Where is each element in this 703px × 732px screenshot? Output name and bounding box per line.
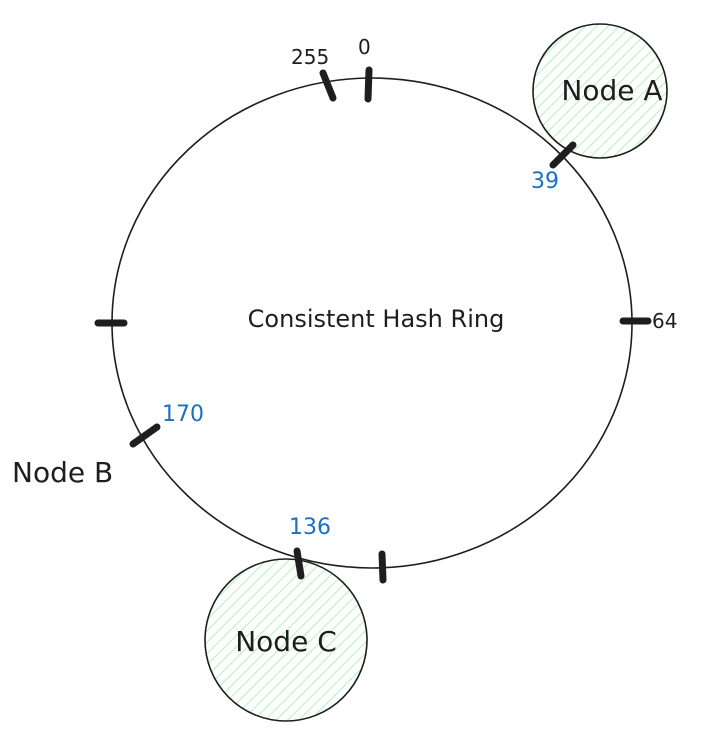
tick-label-0: 0 — [358, 35, 371, 59]
tick-node-c-136 — [293, 547, 305, 580]
tick-label-255: 255 — [291, 45, 329, 69]
node-c-label: Node C — [235, 625, 337, 658]
node-a-position: 39 — [531, 169, 559, 194]
tick-node-a-39 — [549, 141, 577, 169]
tick-0 — [364, 66, 373, 103]
node-c: Node C — [204, 558, 368, 722]
node-c-position: 136 — [289, 515, 331, 540]
tick-bottom — [378, 550, 387, 584]
tick-255 — [319, 69, 337, 102]
node-b-label: Node B — [12, 456, 113, 489]
node-b-position: 170 — [162, 402, 204, 427]
tick-node-b-170 — [129, 423, 161, 448]
tick-label-64: 64 — [652, 309, 677, 333]
node-a-circle — [532, 23, 668, 159]
node-a: Node A — [532, 23, 668, 159]
node-c-circle — [204, 558, 368, 722]
diagram-title: Consistent Hash Ring — [248, 305, 505, 333]
node-a-label: Node A — [561, 74, 662, 107]
